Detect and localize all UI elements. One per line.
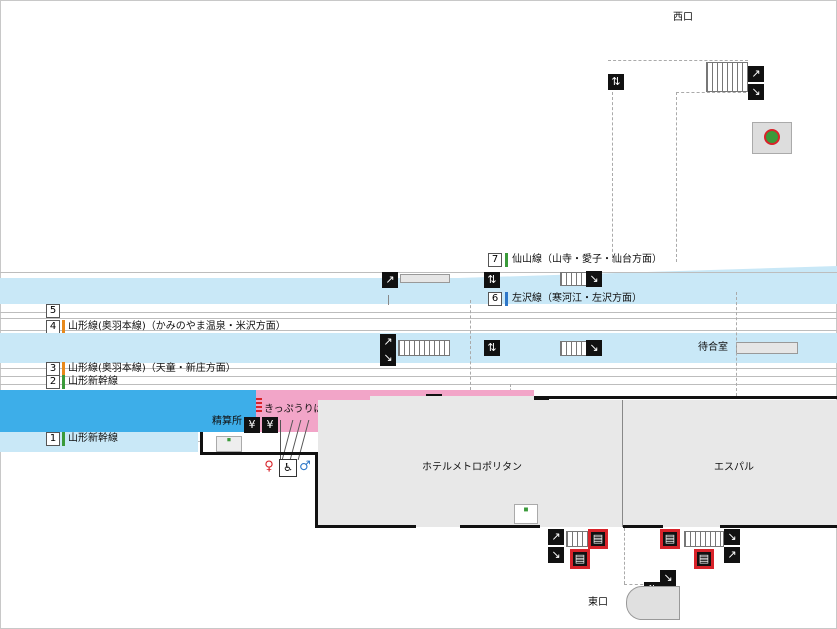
atm-icon: ▤	[588, 529, 608, 549]
platform-1	[0, 390, 256, 432]
wall	[623, 525, 663, 528]
ticket-machine-icon: ¥	[244, 417, 260, 433]
atm-icon: ▤	[660, 529, 680, 549]
stairs-icon: ↘	[748, 84, 764, 100]
track-3	[0, 368, 837, 369]
ticket-machine-icon: ¥	[262, 417, 278, 433]
track-6-color	[505, 292, 508, 306]
connector-line	[470, 300, 471, 390]
wall	[200, 452, 316, 455]
east-stairs-left	[566, 531, 590, 547]
atm-icon: ▤	[570, 549, 590, 569]
escalator-bench	[400, 274, 450, 283]
building-divider	[622, 400, 623, 527]
mall-building	[623, 400, 837, 527]
wall	[315, 525, 416, 528]
newdays-logo-icon: ◼	[216, 436, 242, 452]
east-exit-label: 東口	[588, 597, 608, 608]
stairs-icon: ↘	[380, 350, 396, 366]
gates	[280, 420, 315, 460]
track-2a	[0, 376, 837, 377]
shop-logo-icon	[752, 122, 792, 154]
upper-stairs	[560, 272, 588, 286]
east-exit-outline	[624, 584, 654, 585]
track-4-line: 山形線(奥羽本線)（かみのやま温泉・米沢方面）	[68, 321, 286, 332]
ticket-counter-label: きっぷうりば	[264, 404, 324, 415]
escalator-icon: ↗	[548, 529, 564, 545]
track-4-number: 4	[46, 320, 60, 334]
wall	[534, 396, 837, 399]
track-1-line: 山形新幹線	[68, 433, 118, 444]
track-3-line: 山形線(奥羽本線)（天童・新庄方面）	[68, 363, 236, 374]
west-exit-label: 西口	[673, 12, 693, 23]
west-exit-stairs	[706, 62, 748, 92]
wall	[200, 432, 203, 454]
connector-line	[736, 292, 737, 396]
track-7	[0, 272, 837, 273]
track-4-color	[62, 320, 65, 334]
west-exit-outline	[676, 92, 677, 262]
escalator-icon: ↗	[382, 272, 398, 288]
track-2b	[0, 384, 837, 385]
east-exit-structure	[626, 586, 680, 620]
hotel-top	[370, 396, 534, 404]
track-6-line: 左沢線（寒河江・左沢方面）	[512, 293, 642, 304]
track-6-number: 6	[488, 292, 502, 306]
middle-stairs-2	[560, 341, 588, 356]
east-stairs-right	[684, 531, 724, 547]
elevator-icon: ⇅	[484, 340, 500, 356]
track-1-color	[62, 432, 65, 446]
atm-icon: ▤	[694, 549, 714, 569]
toilet-women-icon: ♀	[264, 459, 274, 474]
track-5b	[0, 318, 837, 319]
escalator-icon: ↗	[380, 334, 396, 350]
track-5	[0, 312, 837, 313]
escalator-icon: ↗	[724, 547, 740, 563]
elevator-icon: ⇅	[608, 74, 624, 90]
fare-adjustment-label: 精算所	[212, 416, 242, 427]
track-7-number: 7	[488, 253, 502, 267]
east-exit-outline	[624, 528, 625, 584]
track-2-number: 2	[46, 375, 60, 389]
track-3-number: 3	[46, 362, 60, 376]
elevator-icon: ⇅	[484, 272, 500, 288]
waiting-room	[736, 342, 798, 354]
stairs-icon: ↘	[548, 547, 564, 563]
track-7-color	[505, 253, 508, 267]
track-7-line: 仙山線（山寺・愛子・仙台方面）	[512, 254, 662, 265]
hotel-label: ホテルメトロポリタン	[422, 462, 522, 473]
track-2-color	[62, 375, 65, 389]
divider	[388, 295, 389, 305]
stairs-icon: ↘	[586, 271, 602, 287]
hotel-building	[318, 400, 623, 527]
waiting-room-label: 待合室	[698, 342, 728, 353]
toilet-men-icon: ♂	[299, 459, 311, 474]
west-exit-outline	[608, 60, 748, 61]
newdays-logo-icon: ◼	[514, 504, 538, 524]
stairs-icon: ↘	[724, 529, 740, 545]
west-exit-outline	[612, 92, 613, 262]
wall	[720, 525, 837, 528]
west-exit-outline	[676, 92, 746, 93]
wall	[315, 452, 318, 528]
escalator-icon: ↗	[748, 66, 764, 82]
middle-stairs	[398, 340, 450, 356]
track-4	[0, 330, 837, 331]
wall	[460, 525, 540, 528]
wheelchair-icon: ♿	[279, 459, 297, 477]
track-2-line: 山形新幹線	[68, 376, 118, 387]
track-5-number: 5	[46, 304, 60, 318]
ticket-counter-marker	[256, 396, 262, 412]
stairs-icon: ↘	[660, 570, 676, 586]
track-3-color	[62, 362, 65, 376]
mall-label: エスパル	[714, 462, 754, 473]
stairs-icon: ↘	[586, 340, 602, 356]
track-1-number: 1	[46, 432, 60, 446]
